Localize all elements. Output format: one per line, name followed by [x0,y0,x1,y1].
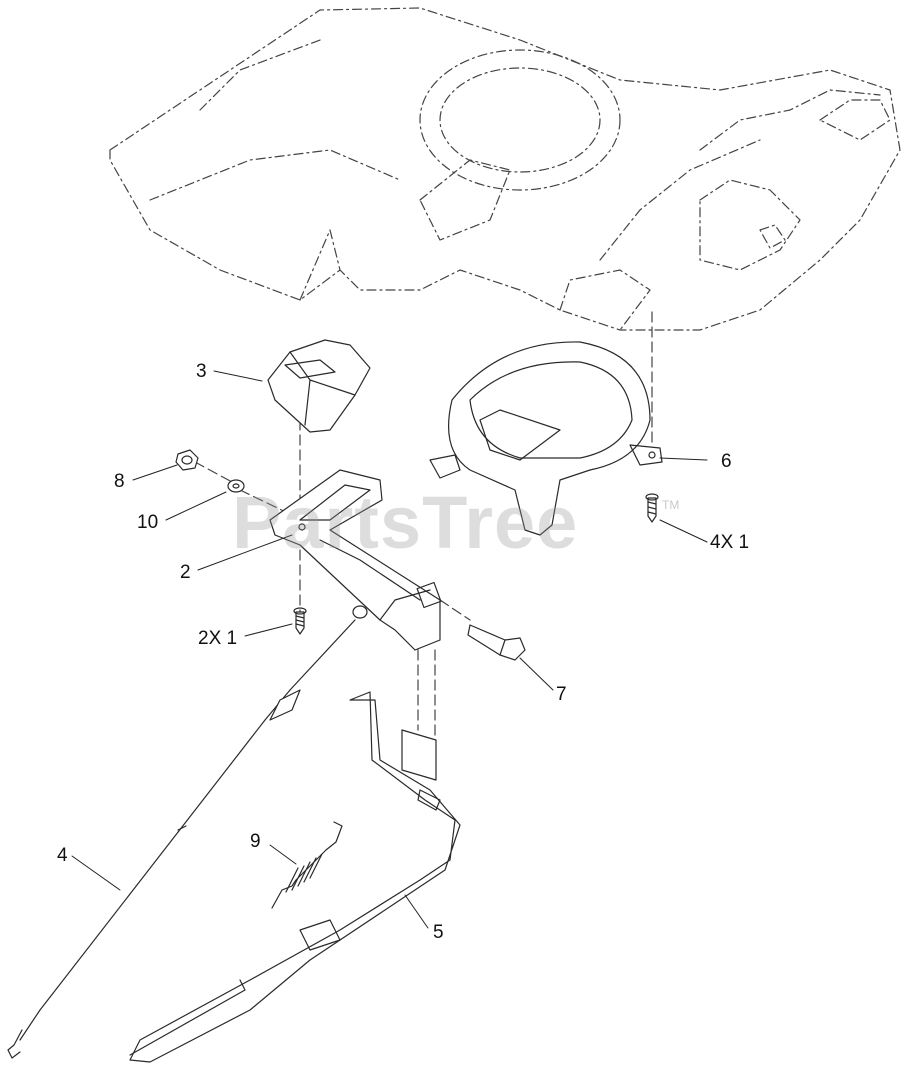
callout-5: 5 [433,922,444,943]
callout-6: 6 [721,451,732,472]
callout-10: 10 [137,512,159,533]
callout-2: 2 [180,562,191,583]
part-9-spring [271,821,343,909]
part-10-washer [227,479,245,493]
callout-7: 7 [556,684,567,705]
callout-4: 4 [57,845,68,866]
callout-9: 9 [250,831,261,852]
leader-lines [71,370,708,929]
watermark: PartsTree [232,481,579,564]
part-screw-4x1 [645,493,659,523]
callout-8: 8 [114,471,125,492]
part-7-shoulder-bolt [467,624,526,661]
part-screw-2x1 [293,607,307,635]
callout-3: 3 [196,361,207,382]
mower-deck-outline [109,7,901,331]
callout-2x1: 2X 1 [198,628,238,649]
part-spacer [352,605,368,619]
watermark-trademark: TM [662,498,680,512]
part-8-nut [175,449,199,471]
part-5-bail-lever [129,691,461,1063]
part-4-control-cable [7,619,356,1059]
part-3-handle-cap [267,339,371,433]
assembly-lines [194,311,653,781]
part-6-housing [429,341,663,536]
part-2-pivot-bracket [269,469,442,651]
callout-4x1: 4X 1 [710,532,750,553]
